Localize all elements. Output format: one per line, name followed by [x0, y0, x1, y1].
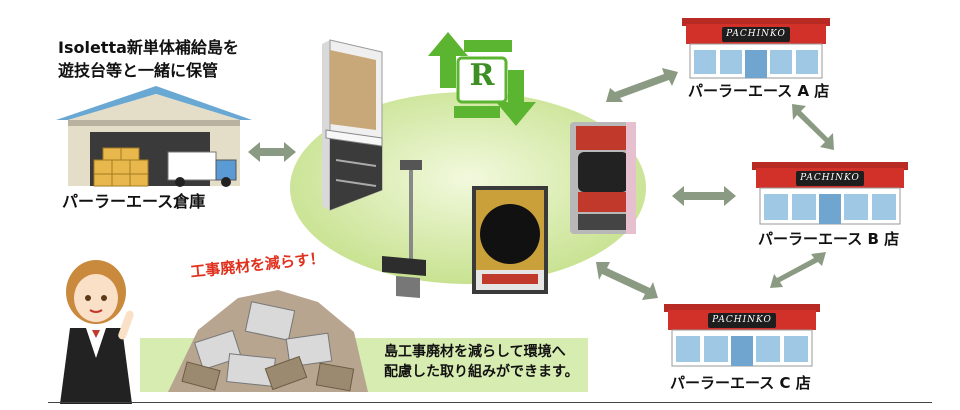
double-arrow-icon: [672, 186, 736, 206]
double-arrow-icon: [606, 68, 678, 102]
warehouse-name: パーラーエース倉庫: [62, 192, 206, 211]
waste-caption-line2: 配慮した取り組みができます。: [384, 364, 579, 380]
store-c-building: PACHINKO: [664, 296, 820, 367]
waste-caption: 島工事廃材を減らして環境へ 配慮した取り組みができます。: [384, 342, 579, 382]
store-a-building: PACHINKO: [682, 10, 830, 79]
game-board-panel: [472, 186, 548, 294]
double-arrow-icon: [792, 104, 834, 150]
store-b-name: パーラーエース B 店: [758, 230, 900, 248]
warehouse-caption: Isoletta新単体補給島を 遊技台等と一緒に保管: [58, 36, 239, 82]
stand-part: [382, 160, 426, 298]
recycle-icon: [428, 32, 536, 126]
bottom-divider: [48, 402, 932, 403]
construction-waste-pile: [168, 290, 368, 392]
store-sign: PACHINKO: [796, 171, 864, 186]
double-arrow-icon: [248, 142, 296, 162]
warehouse-caption-line2: 遊技台等と一緒に保管: [58, 61, 219, 80]
waste-caption-line1: 島工事廃材を減らして環境へ: [384, 344, 566, 360]
warehouse-caption-line1: Isoletta新単体補給島を: [58, 38, 239, 57]
mascot-character: [60, 260, 134, 404]
store-sign: PACHINKO: [708, 313, 776, 328]
store-building-icon: [664, 304, 820, 367]
store-building-icon: [682, 18, 830, 79]
store-building-icon: [752, 162, 908, 225]
store-sign: PACHINKO: [722, 27, 790, 42]
store-b-building: PACHINKO: [752, 154, 908, 225]
store-c-name: パーラーエース C 店: [670, 374, 811, 392]
store-a-name: パーラーエース A 店: [688, 82, 830, 100]
pachinko-machine: [570, 122, 636, 234]
double-arrow-icon: [596, 262, 658, 300]
supply-island-unit: [322, 39, 383, 211]
recycle-icon-letter: R: [469, 58, 495, 93]
double-arrow-icon: [770, 252, 826, 288]
warehouse-illustration: [56, 86, 252, 187]
